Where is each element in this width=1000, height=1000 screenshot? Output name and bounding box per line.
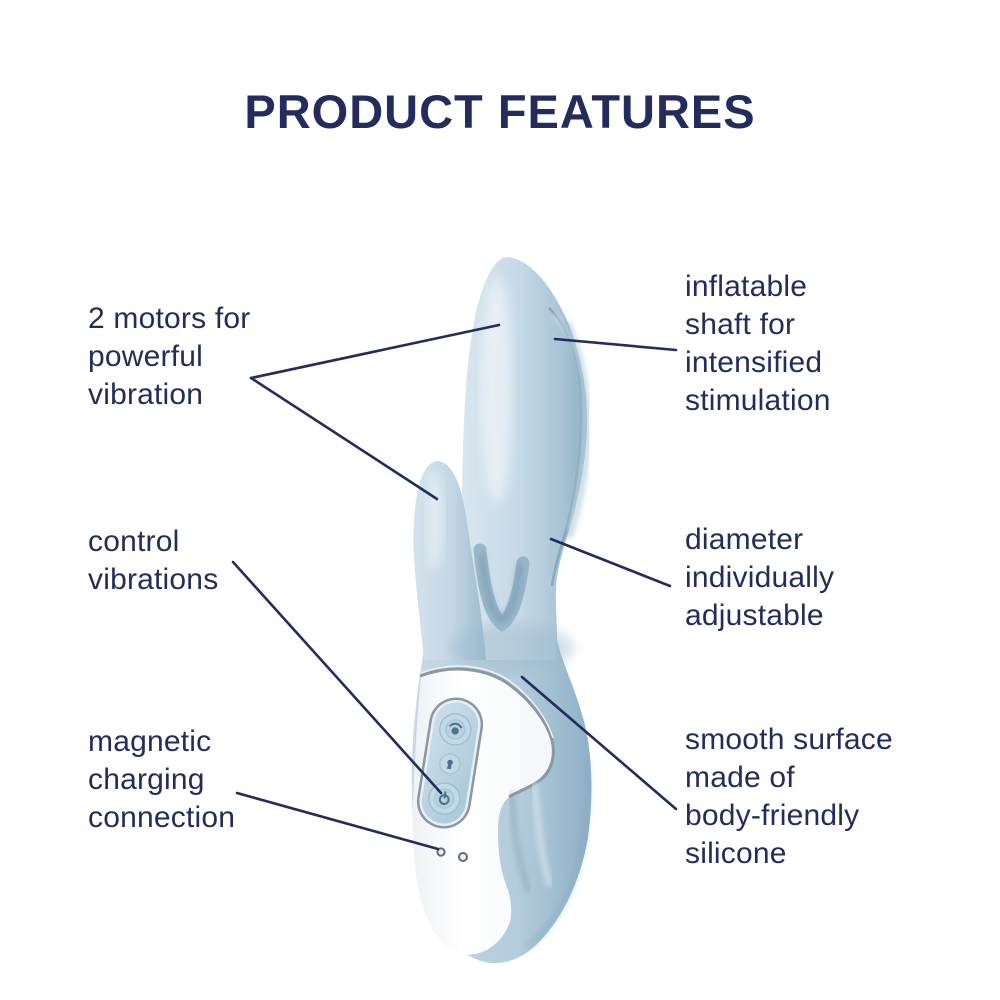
boost-keyhole-icon <box>446 759 453 770</box>
feature-label-smooth: smooth surface made of body-friendly sil… <box>685 723 893 870</box>
air-inflate-icon <box>449 722 463 735</box>
air-inflate-button[interactable] <box>438 712 473 747</box>
inflatable-seam-highlight <box>552 313 588 531</box>
boost-button[interactable] <box>438 753 461 776</box>
power-button[interactable] <box>427 781 462 816</box>
feature-label-charging: magnetic charging connection <box>88 725 236 834</box>
loop-outer-shadow <box>526 759 590 948</box>
page-title: PRODUCT FEATURES <box>244 85 756 138</box>
neck-shading <box>450 624 574 672</box>
feature-label-control: control vibrations <box>88 525 219 596</box>
feature-label-diameter: diameter individually adjustable <box>685 523 835 632</box>
charging-contacts <box>436 847 468 862</box>
control-panel <box>416 697 484 829</box>
connector-charging <box>235 791 440 851</box>
feature-label-inflatable: inflatable shaft for intensified stimula… <box>685 270 831 417</box>
chrome-seam-highlight <box>420 665 554 739</box>
connector-inflatable <box>553 337 678 352</box>
loop-highlight <box>531 781 553 887</box>
ear-highlight <box>426 470 444 570</box>
connector-smooth <box>520 675 678 811</box>
shaft-highlight <box>481 275 513 505</box>
connector-motors-lower <box>249 376 439 501</box>
connector-control <box>231 560 443 795</box>
connector-motors-upper <box>249 323 501 380</box>
connector-diameter <box>549 537 672 588</box>
loop-inner-shadow <box>508 791 532 893</box>
main-shaft <box>461 257 587 660</box>
ear-shaft-valley-core <box>479 553 523 625</box>
power-icon <box>438 791 450 805</box>
feature-label-motors: 2 motors for powerful vibration <box>88 302 251 411</box>
